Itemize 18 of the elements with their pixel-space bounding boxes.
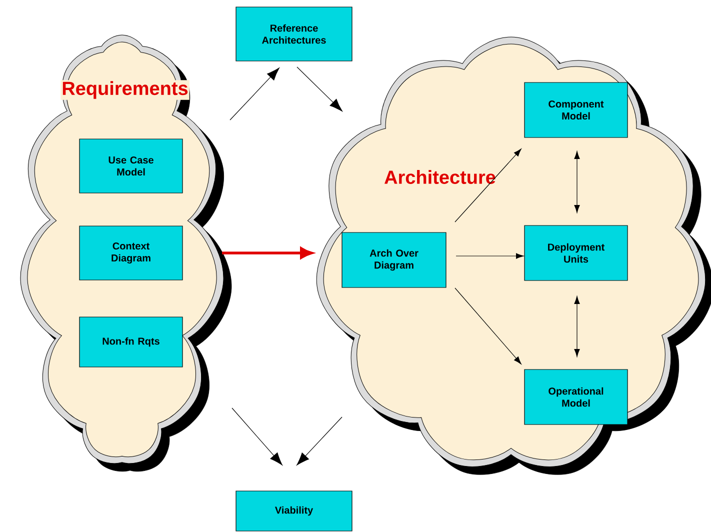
- process-box: Context Diagram: [79, 226, 183, 280]
- arrow: [454, 148, 522, 222]
- process-box: Arch Over Diagram: [342, 232, 446, 288]
- arrow: [296, 416, 342, 466]
- arrow: [574, 296, 580, 357]
- arrow: [296, 66, 342, 112]
- arrow: [232, 408, 282, 466]
- arrow: [456, 253, 524, 259]
- arrow: [574, 151, 580, 213]
- process-box: Use Case Model: [79, 138, 183, 194]
- process-box: Viability: [236, 490, 352, 532]
- arrow: [230, 68, 280, 120]
- process-box: Reference Architectures: [236, 6, 352, 62]
- process-box: Non-fn Rqts: [79, 316, 183, 368]
- process-box: Deployment Units: [524, 225, 628, 281]
- arrow: [454, 288, 522, 364]
- process-box: Operational Model: [524, 369, 628, 425]
- process-box: Component Model: [524, 82, 628, 138]
